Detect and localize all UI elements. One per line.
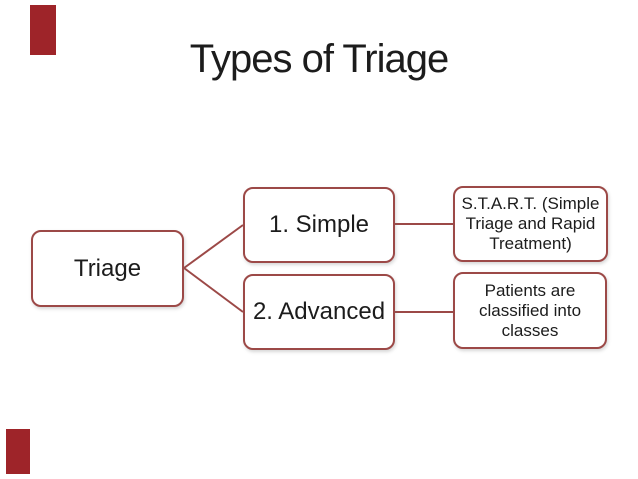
diagram-node-advanced-label: 2. Advanced: [252, 298, 386, 325]
diagram-node-simple: 1. Simple: [243, 187, 395, 263]
diagram-node-start-detail: S.T.A.R.T. (Simple Triage and Rapid Trea…: [453, 186, 608, 262]
diagram-node-patients-detail: Patients are classified into classes: [453, 272, 607, 349]
diagram-node-patients-detail-label: Patients are classified into classes: [478, 280, 582, 340]
diagram-node-simple-label: 1. Simple: [268, 211, 370, 238]
slide-title: Types of Triage: [189, 36, 449, 81]
diagram-node-advanced: 2. Advanced: [243, 274, 395, 350]
diagram-node-start-detail-label: S.T.A.R.T. (Simple Triage and Rapid Trea…: [461, 194, 600, 253]
corner-mark-bottom: [6, 429, 30, 474]
corner-mark-top: [30, 5, 56, 55]
diagram-node-triage: Triage: [31, 230, 184, 307]
connector-root-to-advanced: [183, 267, 244, 313]
diagram-node-triage-label: Triage: [73, 254, 142, 282]
connector-root-to-simple: [183, 224, 244, 269]
